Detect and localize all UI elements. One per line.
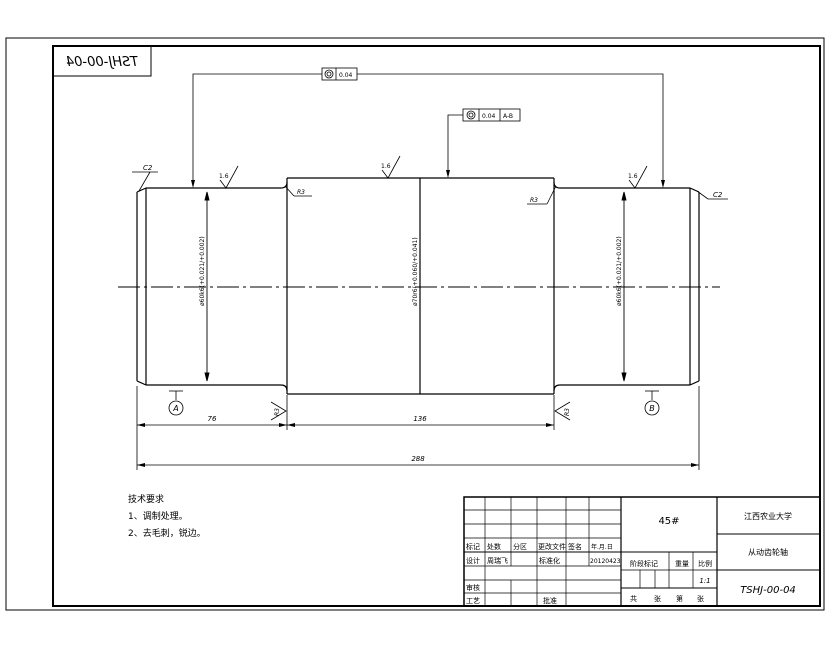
dimension-arrows [137, 423, 699, 467]
roughness-symbol-mid [381, 155, 401, 179]
gdt-mid-leader [447, 114, 463, 173]
tb-date-label: 年.月.日 [591, 543, 613, 551]
chamfer-left-label: C2 [143, 164, 153, 172]
tb-process: 工艺 [466, 597, 480, 605]
dia-right-label: ø60k6(+0.021/+0.002) [616, 236, 623, 306]
roughness-symbol-right [628, 165, 648, 189]
gdt-top-frame [321, 67, 358, 81]
title-drawing-no: TSHJ-00-04 [740, 585, 796, 596]
tb-nth: 第 [676, 594, 683, 603]
chamfer-leader-right [696, 190, 728, 200]
fillet-leader-left [284, 185, 312, 197]
tb-sheet-unit: 张 [654, 594, 661, 603]
gdt-mid-tolerance: 0.04 [482, 113, 496, 120]
gdt-top-arrow-right [661, 180, 665, 188]
notes-item-1: 1、调制处理。 [128, 510, 188, 522]
gdt-mid-datum: A-B [503, 113, 513, 120]
tb-mark: 标记 [466, 542, 480, 551]
diameter-dimensions [204, 191, 627, 382]
tb-sheet-unit2: 张 [697, 594, 704, 603]
title-part-name: 从动齿轮轴 [748, 547, 788, 557]
dia-left-label: ø60k6(+0.021/+0.002) [199, 236, 206, 306]
dim-76-label: 76 [208, 415, 217, 423]
gdt-top-tolerance: 0.04 [339, 72, 353, 79]
fillet-small-right-label: R3 [564, 408, 571, 416]
inner-frame [52, 45, 821, 607]
fillet-leader-right [527, 185, 557, 205]
title-school: 江西农业大学 [744, 511, 792, 521]
tb-sign: 签名 [568, 542, 582, 551]
title-material: 45# [658, 516, 679, 527]
fillet-small-right [554, 401, 571, 421]
notes-item-2: 2、去毛刺，锐边。 [128, 527, 206, 539]
roughness-left-label: 1.6 [219, 173, 229, 180]
dia-mid-label: ø70r6(+0.060/+0.041) [412, 237, 419, 306]
dim-288-label: 288 [411, 455, 425, 463]
gdt-leader-top [192, 73, 664, 183]
roughness-mid-label: 1.6 [381, 163, 391, 170]
datum-a-symbol [168, 390, 184, 416]
tb-total: 共 [630, 594, 637, 603]
datum-b-label: B [649, 404, 655, 413]
outer-frame [5, 37, 825, 611]
tb-approve: 批准 [543, 596, 557, 605]
roughness-right-label: 1.6 [628, 173, 638, 180]
concentricity-icon-2 [466, 110, 476, 120]
dim-136-label: 136 [413, 415, 427, 423]
gdt-top-arrow-left [191, 180, 195, 188]
tb-review: 审核 [466, 583, 480, 592]
length-dimensions [136, 386, 700, 470]
gdt-mid-arrow [446, 170, 450, 178]
code-box-text: TSHJ-00-04 [66, 55, 138, 70]
tb-weight: 重量 [675, 560, 689, 568]
datum-b-symbol [644, 390, 660, 416]
datum-a-label: A [172, 404, 178, 413]
chamfer-leader-left [132, 171, 158, 192]
fillet-right-label: R3 [530, 197, 538, 204]
tb-change-doc: 更改文件 [538, 542, 566, 551]
tb-designer: 周瑞飞 [487, 556, 508, 565]
tb-scale: 比例 [698, 559, 712, 568]
tb-zone: 分区 [513, 542, 527, 551]
tb-design: 设计 [466, 556, 480, 565]
tb-stage-mark: 阶段标记 [630, 559, 658, 568]
fillet-left-label: R3 [297, 189, 305, 196]
code-box [52, 45, 152, 77]
chamfer-right-label: C2 [713, 191, 723, 199]
tb-scale-value: 1:1 [699, 577, 710, 585]
tb-standardize: 标准化 [539, 556, 560, 565]
tb-count: 处数 [487, 542, 501, 551]
roughness-symbol-left [219, 165, 239, 189]
concentricity-icon [324, 69, 334, 79]
fillet-small-left-label: R3 [274, 408, 281, 416]
fillet-small-left [270, 401, 287, 421]
title-block [463, 496, 821, 607]
tb-design-date: 20120423 [590, 558, 621, 565]
notes-title: 技术要求 [128, 493, 164, 505]
